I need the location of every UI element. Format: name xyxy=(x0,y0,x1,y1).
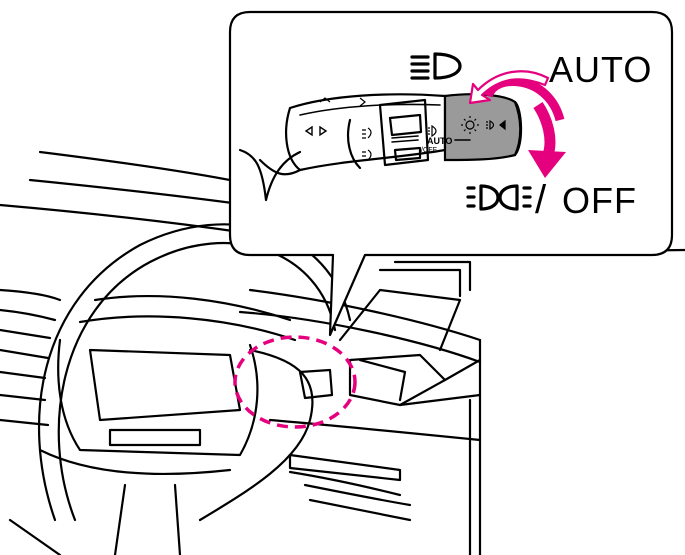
switch-headlight-icon xyxy=(428,124,437,138)
rotation-arrow-auto xyxy=(483,77,565,122)
lever-location-highlight xyxy=(233,335,357,429)
lever-tip xyxy=(443,93,522,162)
rotation-arrow-off xyxy=(528,101,566,178)
auto-label: AUTO xyxy=(549,49,653,90)
dashboard-outline xyxy=(0,150,685,555)
rotation-arrow-headlight xyxy=(468,70,550,105)
turn-signal-icon xyxy=(304,125,328,137)
low-beam-headlight-icon xyxy=(410,52,462,80)
steering-wheel xyxy=(37,223,352,555)
switch-auto-label: AUTO xyxy=(427,136,453,146)
lever-beam-icon xyxy=(486,119,506,131)
auto-light-icon xyxy=(461,116,479,134)
callout-bubble xyxy=(228,10,674,337)
light-switch-lever xyxy=(238,93,523,202)
separator-label: / xyxy=(535,178,547,222)
turn-signal-icon-top xyxy=(319,97,366,107)
off-label: OFF xyxy=(562,180,637,221)
position-lamps-icon xyxy=(466,184,532,211)
switch-off-label: /OFF xyxy=(421,147,437,154)
fog-light-icon xyxy=(362,127,372,161)
